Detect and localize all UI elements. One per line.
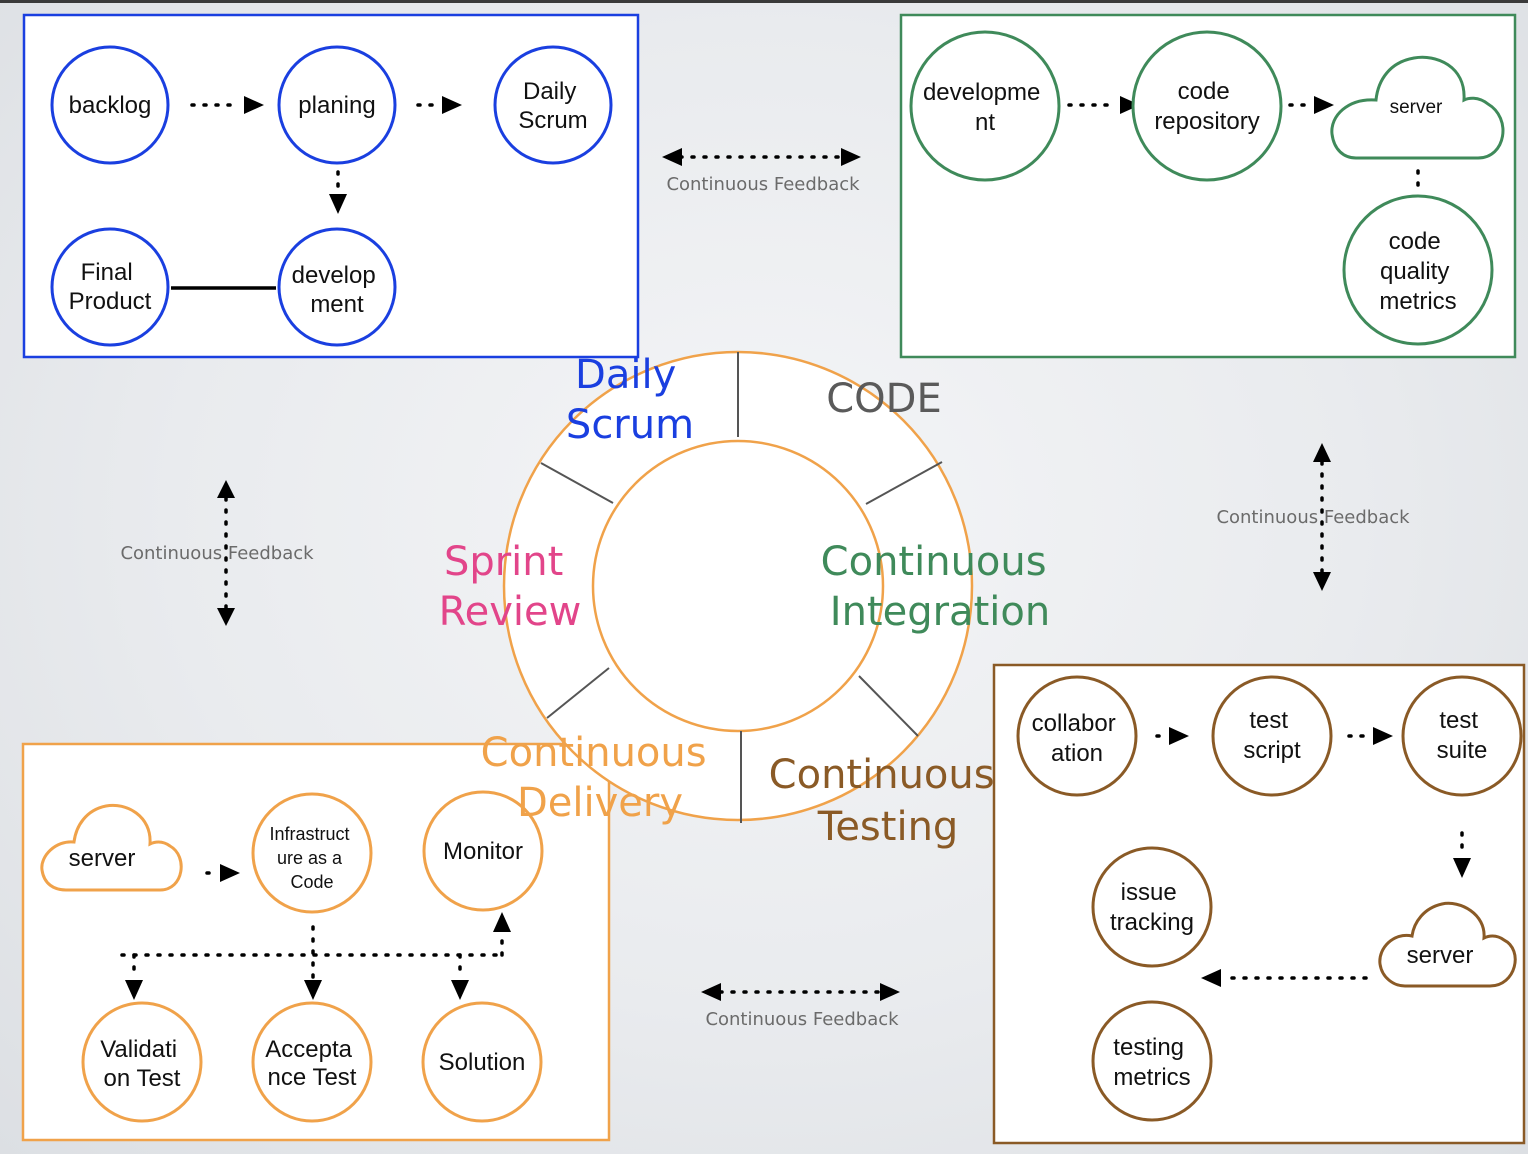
svg-text:develop ment: develop ment: [292, 262, 383, 318]
svg-text:server: server: [1407, 942, 1474, 969]
svg-text:server: server: [1390, 97, 1443, 118]
scrum-node-final-product: Final Product: [50, 227, 170, 347]
scrum-node-backlog: backlog: [50, 45, 170, 165]
delivery-node-validation-test: Validati on Test: [81, 1001, 203, 1123]
wheel-divider: [865, 461, 943, 505]
wheel-label-continuous-testing: Continuous Testing: [769, 752, 1008, 850]
delivery-connectors: [120, 864, 511, 1000]
wheel-label-daily-scrum: Daily Scrum: [566, 352, 694, 448]
svg-text:Solution: Solution: [439, 1049, 526, 1076]
feedback-label-left: Continuous Feedback: [120, 543, 314, 564]
svg-text:server: server: [69, 845, 136, 872]
testing-node-server-cloud: server: [1378, 901, 1517, 988]
testing-node-collaboration: collabor ation: [1016, 675, 1138, 797]
ci-node-code-repository: code repository: [1131, 30, 1283, 182]
delivery-node-solution: Solution: [421, 1001, 543, 1123]
ci-node-server-cloud: server: [1330, 55, 1505, 160]
wheel-label-continuous-integration: Continuous Integration: [821, 539, 1060, 635]
feedback-arrow-left: [217, 480, 235, 626]
wheel-divider: [540, 462, 614, 504]
scrum-connectors: [171, 96, 462, 290]
delivery-node-monitor: Monitor: [422, 790, 544, 912]
svg-text:test script: test script: [1243, 707, 1301, 764]
ci-node-code-quality-metrics: code quality metrics: [1342, 194, 1494, 346]
wheel-divider: [858, 675, 919, 737]
svg-text:code repository: code repository: [1154, 78, 1259, 135]
svg-text:issue tracking: issue tracking: [1110, 879, 1194, 936]
svg-text:Infrastruct ure as a: Infrastruct ure as a Code: [269, 824, 354, 892]
testing-node-test-suite: test suite: [1401, 675, 1523, 797]
testing-node-test-script: test script: [1211, 675, 1333, 797]
feedback-label-right: Continuous Feedback: [1216, 507, 1410, 528]
wheel-label-sprint-review: Sprint Review: [439, 539, 582, 635]
svg-text:backlog: backlog: [69, 92, 152, 119]
scrum-node-development: develop ment: [277, 227, 397, 347]
feedback-label-top: Continuous Feedback: [666, 174, 860, 195]
testing-node-issue-tracking: issue tracking: [1091, 846, 1213, 968]
feedback-arrow-bottom: [701, 983, 900, 1001]
feedback-arrow-top: [662, 148, 861, 166]
scrum-node-planing: planing: [277, 45, 397, 165]
testing-node-testing-metrics: testing metrics: [1091, 1000, 1213, 1122]
svg-text:Final Product: Final Product: [69, 259, 152, 315]
top-border: [0, 0, 1528, 3]
svg-text:code quality metri: code quality metrics: [1379, 228, 1456, 315]
testing-connectors: [1155, 727, 1471, 987]
feedback-arrow-right: [1313, 443, 1331, 591]
delivery-node-infrastructure-as-code: Infrastruct ure as a Code: [251, 792, 373, 914]
svg-text:test suite: test suite: [1437, 707, 1488, 764]
svg-text:testing metrics: testing metrics: [1113, 1034, 1190, 1091]
delivery-node-server-cloud: server: [40, 803, 183, 892]
scrum-node-daily-scrum: Daily Scrum: [493, 45, 613, 165]
svg-text:collabor ation: collabor ation: [1032, 710, 1123, 767]
wheel-inner-circle: [591, 439, 885, 733]
delivery-node-acceptance-test: Accepta nce Test: [251, 1001, 373, 1123]
wheel-label-continuous-delivery: Continuous Delivery: [481, 730, 720, 826]
wheel-divider: [546, 667, 610, 719]
svg-text:Monitor: Monitor: [443, 838, 523, 865]
feedback-label-bottom: Continuous Feedback: [705, 1009, 899, 1030]
pipeline-wheel: [502, 350, 974, 823]
ci-node-development: developme nt: [909, 30, 1061, 182]
wheel-label-code: CODE: [826, 376, 942, 422]
svg-text:Daily Scrum: Daily Scrum: [518, 78, 587, 134]
svg-text:Accepta nce Test: Accepta nce Test: [265, 1036, 358, 1091]
svg-text:developme nt: developme nt: [923, 79, 1047, 136]
svg-text:Validati on Test: Validati on Test: [100, 1036, 184, 1092]
svg-text:planing: planing: [298, 92, 375, 119]
